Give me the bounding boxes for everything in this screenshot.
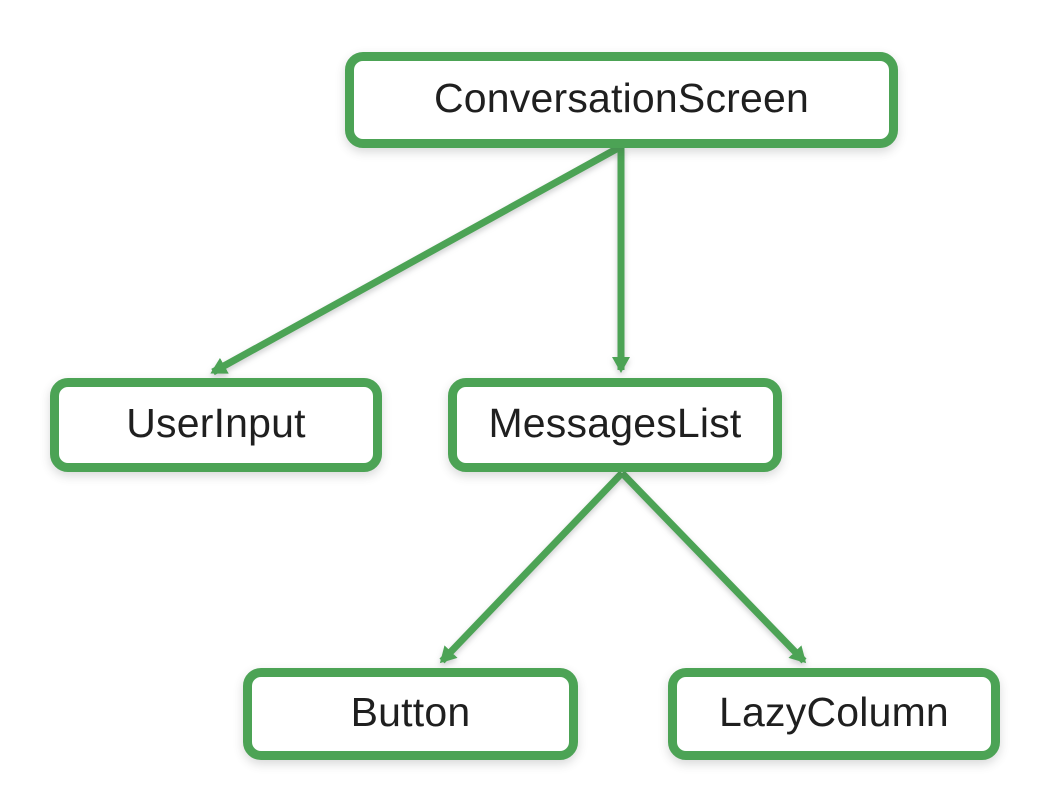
node-lazy-column-label: LazyColumn <box>719 688 949 735</box>
node-button: Button <box>243 668 578 760</box>
node-conversation-screen-label: ConversationScreen <box>433 74 810 121</box>
node-button-label: Button <box>350 688 471 735</box>
edge-messageslist-lazycolumn <box>619 470 807 664</box>
edge-conversationscreen-userinput <box>210 143 622 376</box>
node-user-input-label: UserInput <box>126 399 306 446</box>
node-messages-list: MessagesList <box>448 378 782 472</box>
node-user-input: UserInput <box>50 378 382 472</box>
node-messages-list-label: MessagesList <box>488 399 742 446</box>
node-conversation-screen: ConversationScreen <box>345 52 898 148</box>
node-lazy-column: LazyColumn <box>668 668 1000 760</box>
edge-messageslist-button <box>439 470 625 664</box>
